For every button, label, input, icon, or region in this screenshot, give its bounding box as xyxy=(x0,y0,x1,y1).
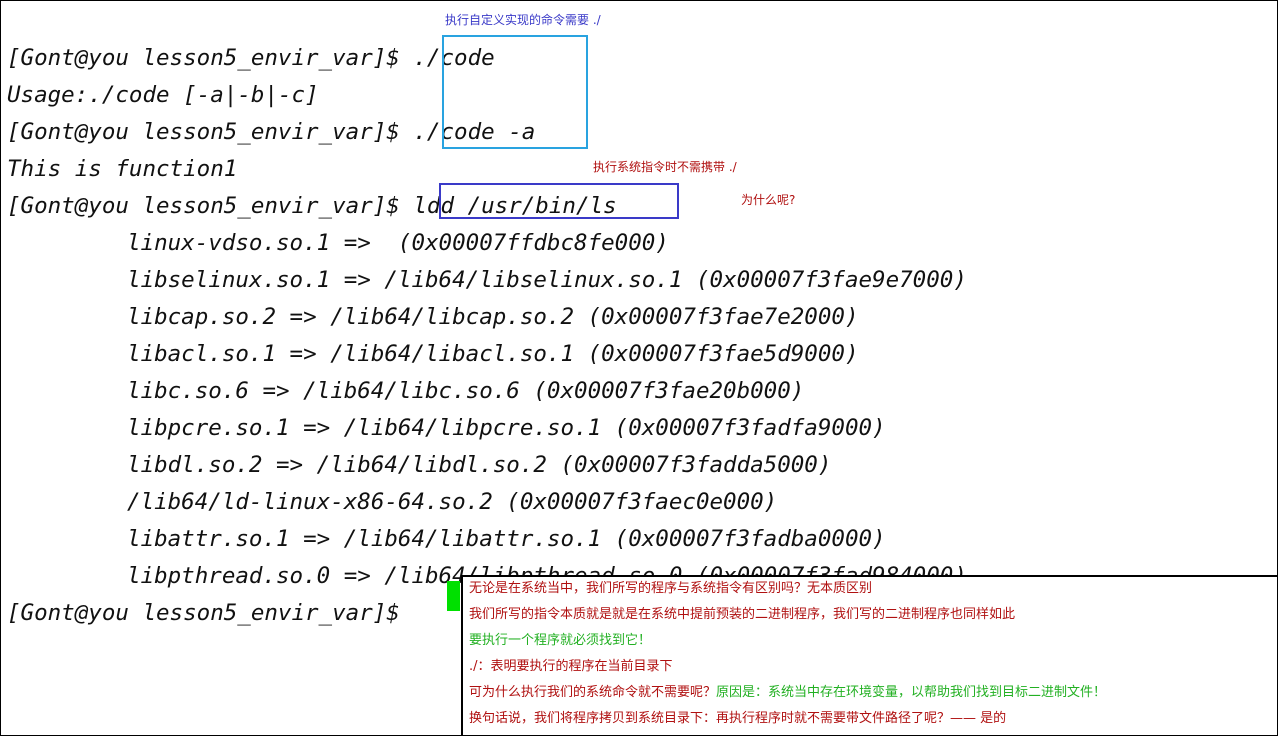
custom-command-highlight xyxy=(442,35,588,149)
terminal-output: [Gont@you lesson5_envir_var]$ ./code Usa… xyxy=(7,41,967,626)
note-system-command: 执行系统指令时不需携带 ./ xyxy=(593,160,737,174)
ldd-line: libc.so.6 => /lib64/libc.so.6 (0x00007f3… xyxy=(127,378,805,404)
system-command-highlight xyxy=(439,183,679,219)
command-text: ./code -a xyxy=(413,119,536,145)
explanation-box: 无论是在系统当中，我们所写的程序与系统指令有区别吗？无本质区别 我们所写的指令本… xyxy=(461,575,1277,735)
ldd-line: libattr.so.1 => /lib64/libattr.so.1 (0x0… xyxy=(127,526,886,552)
explanation-line: 我们所写的指令本质就是就是在系统中提前预装的二进制程序，我们写的二进制程序也同样… xyxy=(469,607,1016,622)
ldd-line: libpcre.so.1 => /lib64/libpcre.so.1 (0x0… xyxy=(127,415,886,441)
shell-prompt: [Gont@you lesson5_envir_var]$ xyxy=(7,45,414,71)
ldd-line: linux-vdso.so.1 => (0x00007ffdbc8fe000) xyxy=(127,230,669,256)
shell-prompt: [Gont@you lesson5_envir_var]$ xyxy=(7,119,414,145)
terminal-line: Usage:./code [-a|-b|-c] xyxy=(7,82,319,108)
ldd-line: libacl.so.1 => /lib64/libacl.so.1 (0x000… xyxy=(127,341,859,367)
terminal-line: This is function1 xyxy=(7,156,238,182)
ldd-line: libcap.so.2 => /lib64/libcap.so.2 (0x000… xyxy=(127,304,859,330)
terminal-cursor xyxy=(447,581,460,611)
explanation-answer: 原因是：系统当中存在环境变量，以帮助我们找到目标二进制文件！ xyxy=(716,685,1107,700)
explanation-question: 可为什么执行我们的系统命令就不需要呢？ xyxy=(469,685,717,700)
explanation-line: 换句话说，我们将程序拷贝到系统目录下：再执行程序时就不需要带文件路径了呢？—— … xyxy=(469,711,1007,726)
note-custom-command: 执行自定义实现的命令需要 ./ xyxy=(445,13,601,27)
ldd-line: /lib64/ld-linux-x86-64.so.2 (0x00007f3fa… xyxy=(127,489,778,515)
terminal-line: [Gont@you lesson5_envir_var]$ ldd /usr/b… xyxy=(7,189,617,223)
terminal-line-current: [Gont@you lesson5_envir_var]$ xyxy=(7,596,413,630)
ldd-line: libdl.so.2 => /lib64/libdl.so.2 (0x00007… xyxy=(127,452,832,478)
explanation-line: ./：表明要执行的程序在当前目录下 xyxy=(469,659,673,674)
command-text: ldd /usr/bin/ls xyxy=(413,193,617,219)
explanation-line: 无论是在系统当中，我们所写的程序与系统指令有区别吗？无本质区别 xyxy=(469,581,873,596)
shell-prompt: [Gont@you lesson5_envir_var]$ xyxy=(7,600,414,626)
explanation-line: 要执行一个程序就必须找到它！ xyxy=(469,633,652,648)
terminal-line: [Gont@you lesson5_envir_var]$ ./code xyxy=(7,41,495,75)
note-why: 为什么呢? xyxy=(741,193,796,207)
explanation-line: 可为什么执行我们的系统命令就不需要呢？原因是：系统当中存在环境变量，以帮助我们找… xyxy=(469,683,1106,703)
terminal-line: [Gont@you lesson5_envir_var]$ ./code -a xyxy=(7,115,535,149)
ldd-line: libselinux.so.1 => /lib64/libselinux.so.… xyxy=(127,267,967,293)
command-text: ./code xyxy=(413,45,495,71)
shell-prompt: [Gont@you lesson5_envir_var]$ xyxy=(7,193,414,219)
